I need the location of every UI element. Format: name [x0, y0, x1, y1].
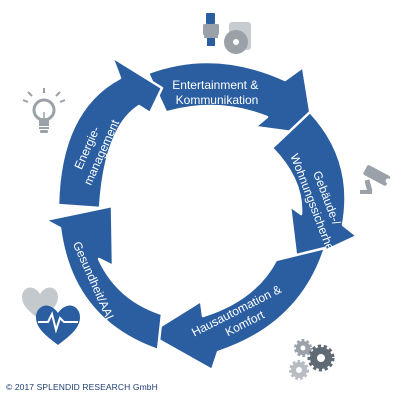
- arrow-gesundheit: [43, 204, 164, 352]
- arrow-hausautomation: [146, 246, 327, 372]
- gears-icon: [289, 339, 335, 380]
- hearts-icon: [22, 287, 80, 345]
- arrow-energie: [56, 55, 164, 210]
- usb-disc-icon: [203, 13, 251, 54]
- arrow-gebaeude: [270, 110, 359, 266]
- label-entertainment: Entertainment & Kommunikation: [172, 78, 261, 107]
- security-camera-icon: [360, 165, 391, 194]
- copyright-text: © 2017 SPLENDID RESEARCH GmbH: [6, 382, 158, 392]
- light-bulb-icon: [22, 88, 66, 133]
- arrow-segments: [43, 55, 359, 372]
